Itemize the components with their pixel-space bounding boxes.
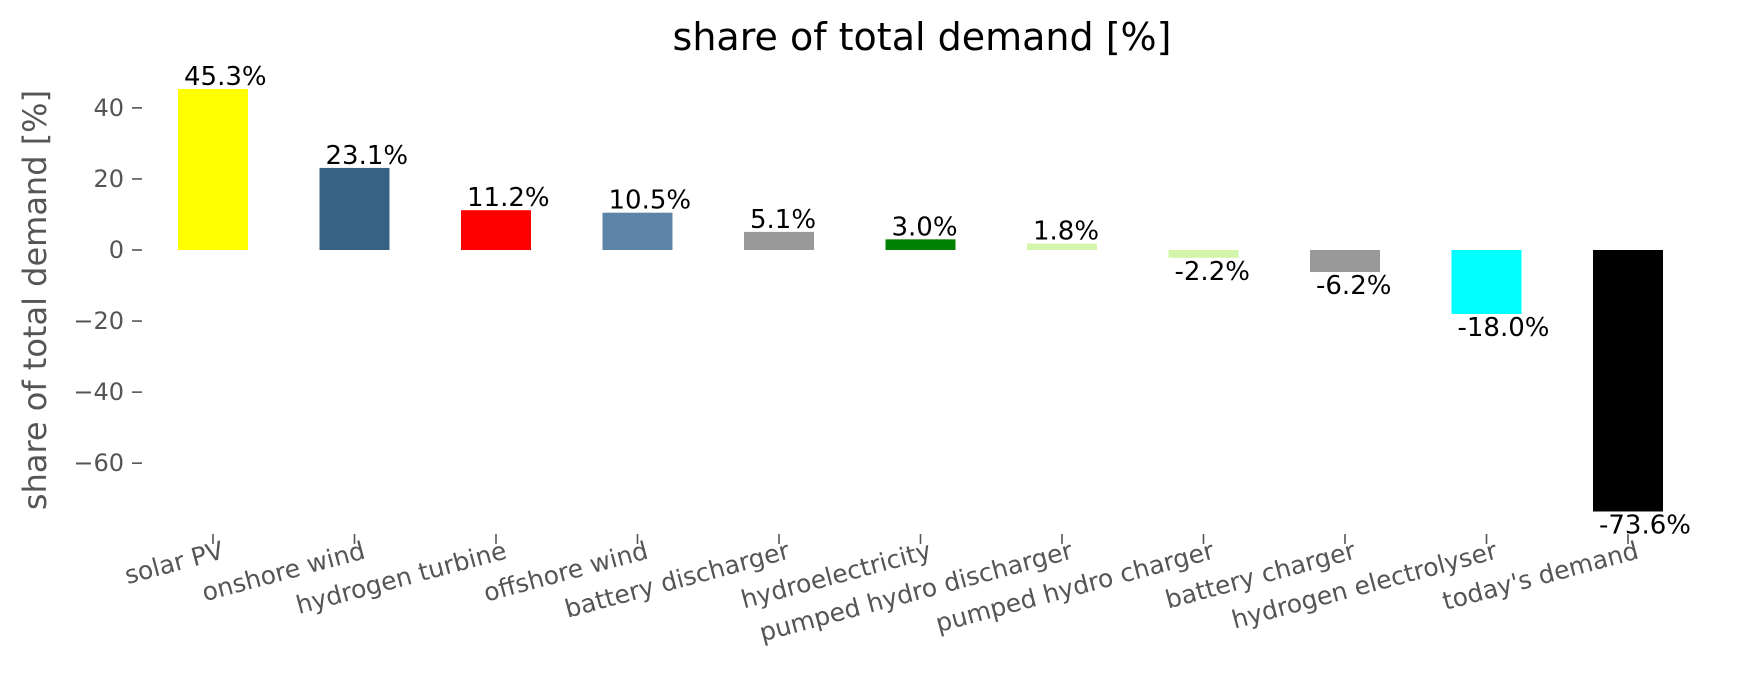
bar xyxy=(1593,250,1663,512)
bar xyxy=(744,231,814,250)
bar xyxy=(319,167,390,250)
data-label: 1.8% xyxy=(1033,217,1099,247)
y-tick-label: 40 xyxy=(93,94,124,122)
y-axis-label: share of total demand [%] xyxy=(16,90,54,510)
data-label: 45.3% xyxy=(184,62,267,92)
bar xyxy=(602,212,673,250)
data-label: 11.2% xyxy=(467,183,550,213)
bar xyxy=(1451,250,1522,314)
y-tick-label: 20 xyxy=(93,165,124,193)
y-tick-label: −40 xyxy=(73,378,124,406)
data-label: 10.5% xyxy=(609,186,692,216)
data-label: -18.0% xyxy=(1458,313,1550,343)
y-tick-label: −20 xyxy=(73,307,124,335)
bar xyxy=(1168,250,1239,258)
data-label: -2.2% xyxy=(1175,257,1250,287)
chart-title: share of total demand [%] xyxy=(673,15,1172,59)
y-tick-label: −60 xyxy=(73,449,124,477)
data-label: 23.1% xyxy=(326,141,409,171)
data-label: -6.2% xyxy=(1316,271,1391,301)
bar xyxy=(885,239,956,250)
y-tick-label: 0 xyxy=(109,236,124,264)
data-label: 3.0% xyxy=(892,212,958,242)
bar xyxy=(1027,243,1097,250)
data-label: 5.1% xyxy=(750,205,816,235)
bar xyxy=(178,89,248,250)
data-label: -73.6% xyxy=(1599,511,1691,541)
bar xyxy=(461,210,531,250)
bars-group: 45.3% 23.1% 11.2% 10.5% 5.1% 3.0% 1.8% -2.2% -6.… xyxy=(178,62,1691,541)
y-axis: 40 20 0 −20 −40 −60 xyxy=(73,94,142,477)
bar xyxy=(1310,250,1380,273)
